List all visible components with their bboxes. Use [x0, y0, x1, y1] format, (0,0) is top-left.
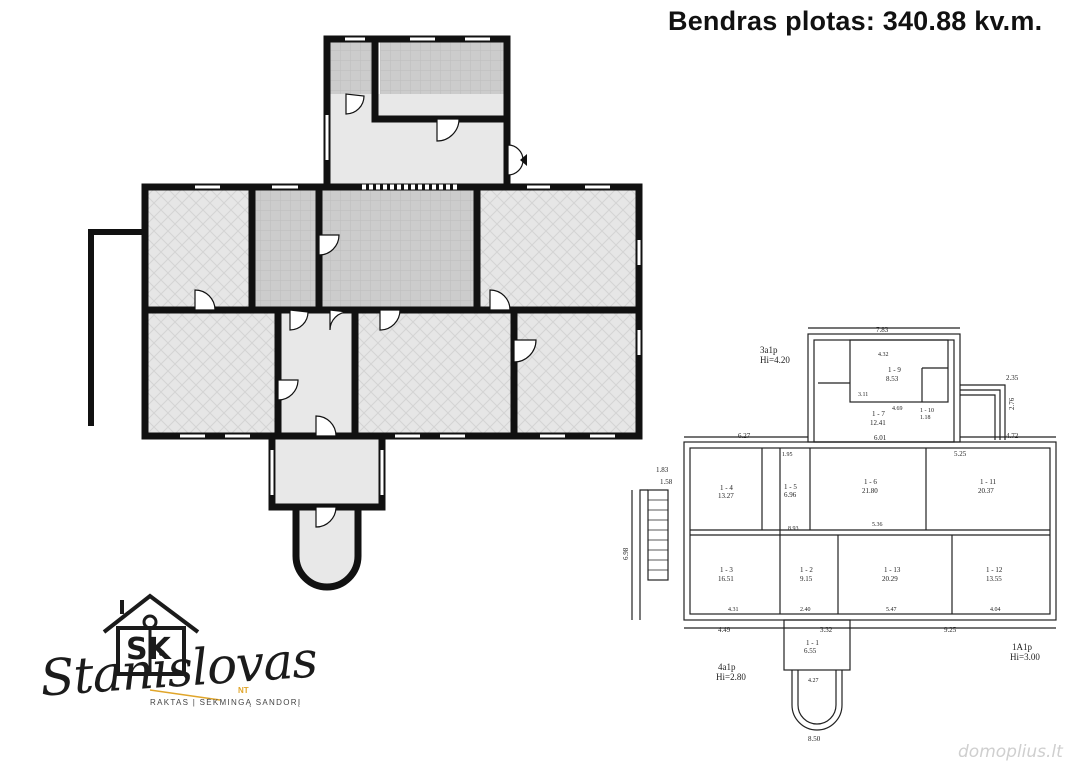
room-floor	[322, 190, 475, 308]
room-area: 21.80	[862, 487, 878, 495]
room-id: 1 - 12	[986, 566, 1003, 574]
dim-label: 1.83	[656, 466, 669, 474]
door	[379, 309, 401, 331]
room-floor	[148, 313, 276, 433]
dim-label: 5.25	[954, 450, 967, 458]
level-label-left: 4a1p	[718, 662, 736, 672]
schematic-floor-plan	[88, 35, 643, 591]
room-floor	[358, 313, 512, 433]
room-id: 1 - 2	[800, 566, 813, 574]
dim-label: 4.04	[990, 607, 1001, 613]
door	[315, 415, 337, 437]
side-stair-rail	[88, 229, 145, 426]
dim-label: 4.69	[892, 406, 903, 412]
porch-floor	[276, 437, 380, 505]
door	[513, 339, 537, 363]
dim-label: 9.25	[944, 626, 957, 634]
room-id: 1 - 5	[784, 483, 797, 491]
door	[194, 289, 216, 311]
doors	[194, 93, 537, 528]
room-area: 13.27	[718, 492, 734, 500]
technical-labels: 3a1p Hi=4.20 4a1p Hi=2.80 1A1p Hi=3.00 1…	[622, 326, 1040, 743]
dim-label: 3.32	[820, 626, 833, 634]
dim-label: 8.93	[788, 526, 799, 532]
height-label-upper: Hi=4.20	[760, 355, 790, 365]
room-floor	[517, 313, 636, 433]
door	[345, 93, 365, 115]
entrance-arrow-icon	[520, 154, 527, 166]
room-area: 9.15	[800, 575, 813, 583]
room-floor	[330, 42, 372, 94]
dim-label: 1.58	[660, 478, 673, 486]
room-area: 20.29	[882, 575, 898, 583]
dim-label: 2.40	[800, 607, 811, 613]
room-id: 1 - 1	[806, 639, 819, 647]
logo-monogram: SK	[126, 632, 171, 667]
room-id: 1 - 11	[980, 478, 997, 486]
entry-floor	[330, 94, 504, 188]
room-id: 1 - 13	[884, 566, 901, 574]
dim-label: 4.49	[718, 626, 731, 634]
room-id: 1 - 9	[888, 366, 901, 374]
dim-label: 2.35	[1006, 374, 1019, 382]
room-area: 20.37	[978, 487, 994, 495]
dim-label: 4.31	[728, 607, 739, 613]
room-id: 1 - 7	[872, 410, 885, 418]
dim-label: 6.01	[874, 434, 887, 442]
room-floor	[148, 190, 250, 308]
walls	[141, 35, 643, 591]
main-outline	[683, 441, 1057, 621]
door	[489, 289, 511, 311]
site-watermark: domoplius.lt	[958, 742, 1063, 762]
room-area: 8.53	[886, 375, 899, 383]
room-area: 6.96	[784, 491, 797, 499]
room-area: 12.41	[870, 419, 886, 427]
dim-label: 7.83	[876, 326, 889, 334]
porch-outline	[783, 619, 851, 671]
room-area: 6.55	[804, 647, 817, 655]
room-floor	[255, 190, 317, 308]
dim-label: 8.50	[808, 735, 821, 743]
height-label-right: Hi=3.00	[1010, 652, 1040, 662]
door	[329, 309, 349, 331]
dim-label: 3.11	[858, 392, 868, 398]
windows	[180, 37, 641, 495]
door	[277, 379, 299, 401]
dim-label: 4.27	[808, 678, 819, 684]
door	[289, 309, 309, 331]
door	[436, 118, 460, 142]
room-id: 1 - 4	[720, 484, 733, 492]
dim-label: 6.27	[738, 432, 751, 440]
room-id: 1 - 10	[920, 408, 934, 414]
room-area: 1.18	[920, 415, 931, 421]
dim-label: 2.76	[1008, 397, 1016, 410]
level-label-right: 1A1p	[1012, 642, 1032, 652]
dim-label: 1.95	[782, 452, 793, 458]
dim-label: 5.47	[886, 607, 897, 613]
room-area: 13.55	[986, 575, 1002, 583]
porch-floor	[296, 505, 358, 586]
corridor-floor	[281, 313, 353, 433]
dim-label: 6.98	[622, 547, 630, 560]
dim-label: 4.72	[1006, 432, 1019, 440]
height-label-left: Hi=2.80	[716, 672, 746, 682]
brand-tag: NT	[238, 686, 249, 695]
logo-underline	[149, 689, 221, 701]
total-area-heading: Bendras plotas: 340.88 kv.m.	[668, 6, 1043, 36]
room-area: 16.51	[718, 575, 734, 583]
room-id: 1 - 3	[720, 566, 733, 574]
room-id: 1 - 6	[864, 478, 877, 486]
level-label-upper: 3a1p	[760, 345, 778, 355]
technical-floor-plan	[631, 327, 1057, 731]
room-floor	[480, 190, 636, 308]
door	[318, 234, 340, 256]
brand-tagline: RAKTAS | SĖKMINGĄ SANDORĮ	[150, 698, 302, 707]
dim-label: 5.36	[872, 522, 883, 528]
dim-label: 4.32	[878, 352, 889, 358]
door	[315, 506, 337, 528]
